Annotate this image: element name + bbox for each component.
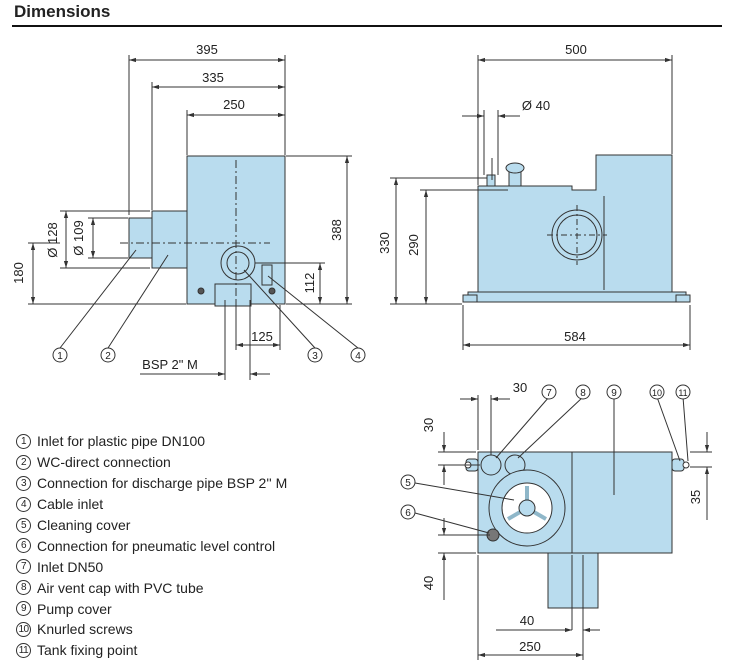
front-view-labels: 500 Ø 40 330 290 584 bbox=[377, 42, 587, 344]
legend-number: 2 bbox=[16, 454, 31, 470]
dim-dia-128: Ø 128 bbox=[45, 222, 60, 257]
callout-2: 2 bbox=[105, 351, 111, 362]
top-outlet bbox=[547, 552, 599, 609]
top-inlet-dn50 bbox=[480, 454, 502, 476]
top-view-labels: 30 30 35 40 40 250 7 8 9 10 11 5 6 bbox=[405, 380, 703, 654]
legend-number: 9 bbox=[16, 601, 31, 617]
dim-500: 500 bbox=[565, 42, 587, 57]
legend-number: 4 bbox=[16, 496, 31, 512]
legend-number: 5 bbox=[16, 517, 31, 533]
dim-335: 335 bbox=[202, 70, 224, 85]
legend-item: 8 Air vent cap with PVC tube bbox=[16, 577, 287, 598]
dim-250-top: 250 bbox=[519, 639, 541, 654]
dim-250: 250 bbox=[223, 97, 245, 112]
callout-1: 1 bbox=[57, 351, 63, 362]
legend-item: 10 Knurled screws bbox=[16, 619, 287, 640]
dim-388: 388 bbox=[329, 219, 344, 241]
dim-dia-109: Ø 109 bbox=[71, 220, 86, 255]
dim-125: 125 bbox=[251, 329, 273, 344]
title-rule bbox=[12, 25, 722, 27]
legend-item: 5 Cleaning cover bbox=[16, 515, 287, 536]
legend-text: Cable inlet bbox=[37, 496, 104, 513]
front-view bbox=[390, 55, 691, 350]
legend-text: Connection for pneumatic level control bbox=[37, 537, 276, 554]
dim-180: 180 bbox=[11, 262, 26, 284]
dim-40-vertical: 40 bbox=[421, 576, 436, 590]
callout-6: 6 bbox=[405, 508, 411, 519]
legend-number: 1 bbox=[16, 433, 31, 449]
legend-text: WC-direct connection bbox=[37, 454, 171, 471]
dim-584: 584 bbox=[564, 329, 586, 344]
callout-4: 4 bbox=[355, 351, 361, 362]
dim-dia-40: Ø 40 bbox=[522, 98, 550, 113]
legend-text: Knurled screws bbox=[37, 621, 133, 638]
dim-112: 112 bbox=[302, 273, 317, 294]
side-discharge-inner bbox=[226, 251, 250, 275]
legend-text: Inlet for plastic pipe DN100 bbox=[37, 433, 206, 450]
legend-item: 6 Connection for pneumatic level control bbox=[16, 535, 287, 556]
side-bolt-left bbox=[197, 287, 205, 295]
legend-item: 1 Inlet for plastic pipe DN100 bbox=[16, 431, 287, 452]
dim-290: 290 bbox=[406, 234, 421, 256]
legend-text: Connection for discharge pipe BSP 2'' M bbox=[37, 475, 288, 492]
top-pump-cover bbox=[571, 451, 673, 554]
legend-number: 3 bbox=[16, 475, 31, 491]
dim-330: 330 bbox=[377, 232, 392, 254]
side-bolt-right bbox=[268, 287, 276, 295]
dim-35: 35 bbox=[688, 490, 703, 504]
dim-bsp: BSP 2" M bbox=[142, 357, 198, 372]
legend: 1 Inlet for plastic pipe DN100 2 WC-dire… bbox=[16, 431, 287, 661]
legend-number: 7 bbox=[16, 559, 31, 575]
legend-text: Air vent cap with PVC tube bbox=[37, 579, 204, 596]
page-title: Dimensions bbox=[14, 2, 111, 21]
callout-7: 7 bbox=[546, 388, 552, 399]
side-inlet-outer bbox=[151, 210, 188, 269]
dim-395: 395 bbox=[196, 42, 218, 57]
legend-text: Cleaning cover bbox=[37, 517, 131, 533]
legend-number: 6 bbox=[16, 538, 31, 554]
callout-9: 9 bbox=[611, 388, 617, 399]
dim-40-horizontal: 40 bbox=[520, 613, 534, 628]
callout-3: 3 bbox=[312, 351, 318, 362]
legend-text: Tank fixing point bbox=[37, 642, 138, 659]
dim-30-horizontal: 30 bbox=[513, 380, 527, 395]
legend-item: 11 Tank fixing point bbox=[16, 640, 287, 661]
legend-text: Inlet DN50 bbox=[37, 558, 104, 575]
callout-8: 8 bbox=[580, 388, 586, 399]
side-cable-gland bbox=[261, 264, 273, 286]
legend-text: Pump cover bbox=[37, 600, 112, 617]
legend-number: 11 bbox=[16, 642, 31, 658]
side-inlet-inner bbox=[128, 217, 153, 259]
side-base bbox=[214, 283, 252, 307]
top-view bbox=[400, 384, 712, 660]
legend-item: 4 Cable inlet bbox=[16, 494, 287, 515]
legend-number: 8 bbox=[16, 580, 31, 596]
legend-item: 7 Inlet DN50 bbox=[16, 556, 287, 577]
legend-item: 3 Connection for discharge pipe BSP 2'' … bbox=[16, 473, 287, 494]
callout-5: 5 bbox=[405, 478, 411, 489]
side-view bbox=[28, 55, 366, 380]
legend-item: 9 Pump cover bbox=[16, 598, 287, 619]
dim-30-vertical: 30 bbox=[421, 418, 436, 432]
front-base bbox=[467, 291, 687, 303]
legend-item: 2 WC-direct connection bbox=[16, 452, 287, 473]
callout-10: 10 bbox=[652, 388, 662, 398]
side-view-labels: 395 335 250 Ø 128 Ø 109 180 388 112 125 … bbox=[11, 42, 361, 372]
legend-number: 10 bbox=[16, 621, 31, 637]
callout-11: 11 bbox=[678, 388, 687, 398]
